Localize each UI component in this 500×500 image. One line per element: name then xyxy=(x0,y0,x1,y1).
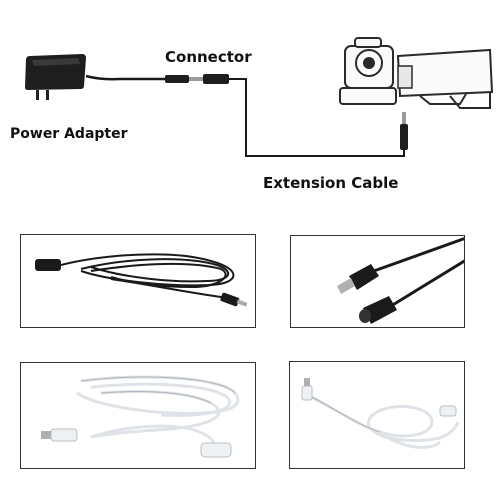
dc-plug-icon xyxy=(41,428,78,442)
dc-plug-icon xyxy=(301,378,313,401)
dc-plug-icon xyxy=(337,264,379,294)
white-cable-plug-photo xyxy=(289,361,465,469)
extension-cable-label: Extension Cable xyxy=(263,174,399,192)
bullet-camera-icon xyxy=(396,48,494,109)
dc-jack-icon xyxy=(359,296,397,324)
dc-jack-icon xyxy=(35,259,61,271)
connection-diagram xyxy=(25,37,494,157)
connector-label: Connector xyxy=(165,48,252,66)
power-adapter-label: Power Adapter xyxy=(10,126,128,142)
dc-plug-icon xyxy=(400,112,408,150)
dc-jack-icon xyxy=(200,442,232,458)
dc-jack-icon xyxy=(439,405,457,417)
power-adapter-icon xyxy=(25,54,86,100)
black-connector-closeup-photo xyxy=(290,235,465,328)
connector-icon xyxy=(165,74,229,84)
white-cable-photo xyxy=(20,362,256,469)
black-cable-photo xyxy=(20,234,256,328)
dc-plug-icon xyxy=(220,292,248,307)
dome-camera-icon xyxy=(339,37,397,105)
